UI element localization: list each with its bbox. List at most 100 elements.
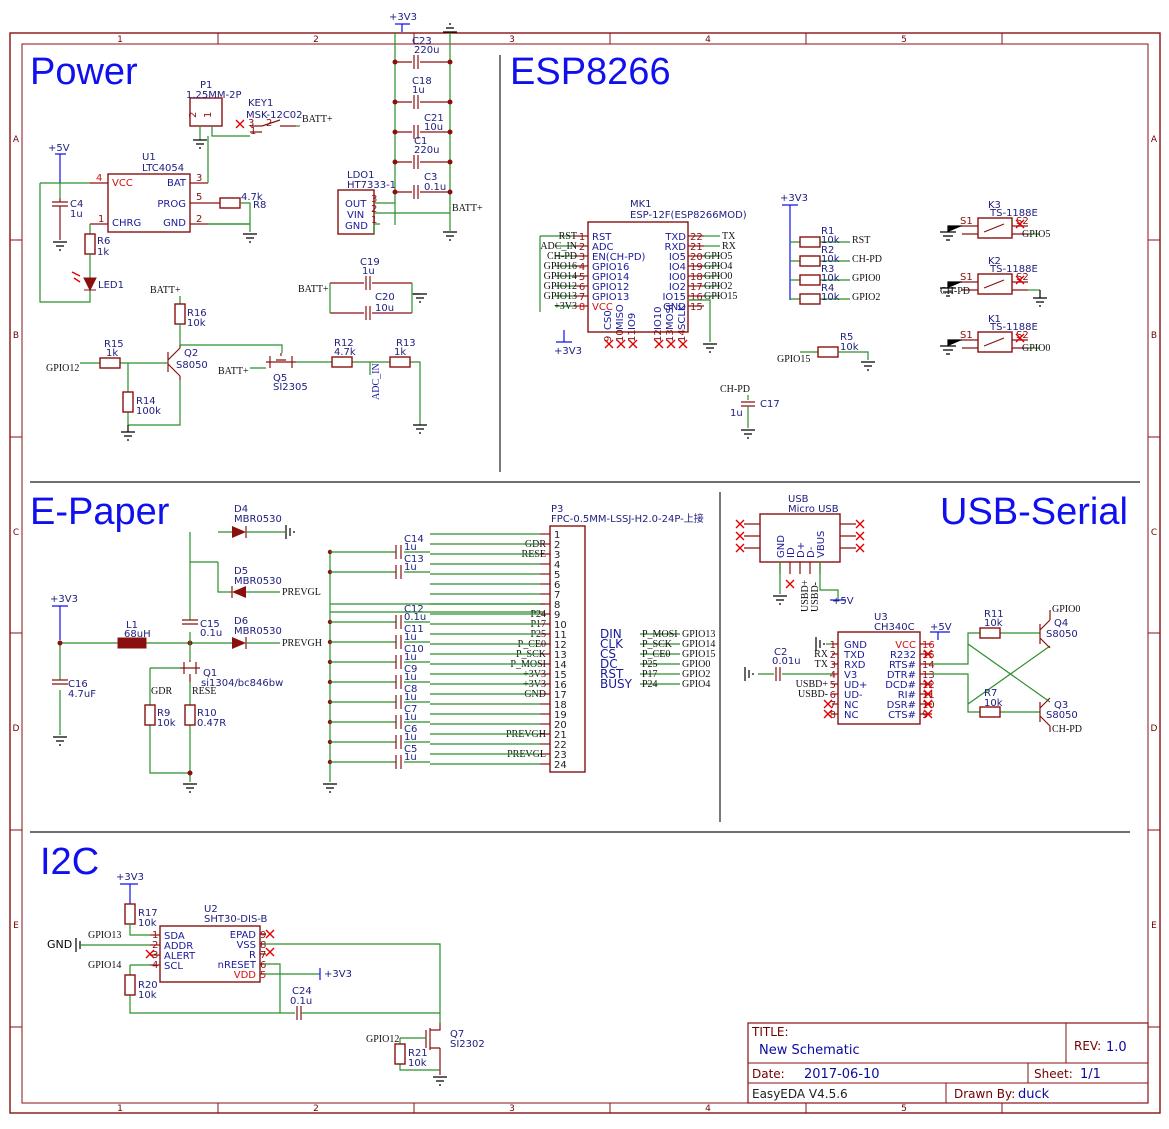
u2-right-pin-name: EPAD <box>230 930 257 941</box>
esp-right-net: TX <box>722 231 736 242</box>
sheet-value[interactable]: 1/1 <box>1080 1067 1101 1082</box>
key1-batt-net: BATT+ <box>302 114 333 125</box>
section-title-epaper: E-Paper <box>30 491 170 533</box>
r21-ref: R21 <box>408 1048 428 1059</box>
p3-pin-num: 1 <box>554 530 560 541</box>
ldo1-pinnum-3: 3 <box>371 194 377 205</box>
u1-pin-gnd: GND <box>163 218 186 229</box>
u3-left-net: USBD- <box>798 689 828 700</box>
u2-right-pin-num: 6 <box>260 960 266 971</box>
cap-body[interactable] <box>395 715 402 729</box>
c3-value: 0.1u <box>424 182 446 193</box>
usb-micro-connector[interactable] <box>759 513 841 563</box>
cap-ref: C12 <box>404 604 424 615</box>
epaper-signal-gpio: GPIO4 <box>682 679 710 690</box>
cap-body[interactable] <box>395 755 402 769</box>
u3-left-pin-name: GND <box>844 640 867 651</box>
pullup-resistor[interactable] <box>799 236 821 248</box>
u2-right-pin-name: VDD <box>234 970 257 981</box>
no-connect-mark <box>923 709 933 719</box>
i2c-gnd-label: GND <box>47 938 72 951</box>
r8-ref: R8 <box>253 200 266 211</box>
cap-body[interactable] <box>395 545 402 559</box>
u2-right-pin-name: R <box>249 950 256 961</box>
cap-value: 0.1u <box>404 612 426 623</box>
pullup-resistor[interactable] <box>799 293 821 305</box>
d6-prevgh-net: PREVGH <box>282 638 322 649</box>
u3-right-pin-name: RI# <box>898 690 916 701</box>
esp-left-net: GPIO16 <box>544 261 577 272</box>
epaper-signal-net: P17 <box>642 669 658 680</box>
p3-pin-num: 7 <box>554 590 560 601</box>
p3-pin-num: 12 <box>554 640 567 651</box>
epaper-section: +3V3 C16 4.7uF L1 68uH C15 0.1u D4 MBR05… <box>50 504 715 793</box>
u3-ch340c[interactable] <box>837 631 921 725</box>
drawn-by-value[interactable]: duck <box>1018 1087 1050 1102</box>
c2-ref: C2 <box>774 647 787 658</box>
cap-body[interactable] <box>395 675 402 689</box>
section-title-esp8266: ESP8266 <box>510 51 671 93</box>
esp-left-pin-name: GPIO13 <box>592 292 629 303</box>
p3-pin-num: 22 <box>554 740 567 751</box>
esp-right-pin-name: IO15 <box>662 292 686 303</box>
v5-label: +5V <box>48 143 70 154</box>
mk1-esp12f[interactable] <box>587 221 689 333</box>
esp-right-pin-num: 21 <box>690 242 703 253</box>
pullup-resistor[interactable] <box>799 255 821 267</box>
pullup-ref: R3 <box>821 264 834 275</box>
sheet-label: Sheet: <box>1034 1067 1073 1081</box>
q7-ref: Q7 <box>450 1029 464 1040</box>
cap-ref: C13 <box>404 554 424 565</box>
date-value[interactable]: 2017-06-10 <box>804 1067 880 1082</box>
r14-ref: R14 <box>136 396 156 407</box>
cap-body[interactable] <box>395 655 402 669</box>
u3-right-pin-num: 13 <box>922 670 935 681</box>
i2c-gpio13-net: GPIO13 <box>88 930 121 941</box>
c16-ref: C16 <box>68 679 88 690</box>
u3-right-pin-name: CTS# <box>888 710 916 721</box>
p3-fpc-connector[interactable] <box>549 525 586 773</box>
esp-right-pin-name: IO5 <box>669 252 686 263</box>
p1-connector[interactable] <box>189 97 223 127</box>
cap-body[interactable] <box>395 565 402 579</box>
rev-value[interactable]: 1.0 <box>1106 1040 1127 1055</box>
section-title-power: Power <box>30 51 138 93</box>
switch-ref: K1 <box>988 314 1001 325</box>
p3-pin-num: 17 <box>554 690 567 701</box>
u1-pinnum-2: 2 <box>196 214 202 225</box>
u2-right-pin-num: 8 <box>260 940 266 951</box>
c15-ref: C15 <box>200 619 220 630</box>
esp-bottom-pin-num: 13 <box>665 329 676 342</box>
pullup-resistor[interactable] <box>799 274 821 286</box>
epaper-signal-name: CLK <box>600 637 624 651</box>
frame-col-2-bottom: 2 <box>313 1104 319 1114</box>
key1-pin-3: 3 <box>248 118 254 129</box>
switch-value: TS-1188E <box>989 208 1038 219</box>
c16-value: 4.7uF <box>68 689 96 700</box>
ldo1-ht7333[interactable] <box>337 189 375 235</box>
frame-col-4-bottom: 4 <box>705 1104 711 1114</box>
frame-row-e-right: E <box>1151 921 1157 931</box>
ldo1-pin-gnd: GND <box>345 221 368 232</box>
epaper-v3-label: +3V3 <box>50 594 78 605</box>
ldo1-value: HT7333-1 <box>347 180 396 191</box>
title-value[interactable]: New Schematic <box>759 1043 860 1058</box>
esp-left-pin-name: GPIO16 <box>592 262 629 273</box>
c2-value: 0.01u <box>772 656 801 667</box>
u3-ref: U3 <box>874 612 888 623</box>
cap-body[interactable] <box>395 615 402 629</box>
cap-body[interactable] <box>395 735 402 749</box>
switch-pin-s1: S1 <box>960 330 973 341</box>
cap-body[interactable] <box>395 635 402 649</box>
switch-value: TS-1188E <box>989 322 1038 333</box>
r5-ref: R5 <box>840 332 853 343</box>
epaper-signal-name: DC <box>600 657 618 671</box>
r11-ref: R11 <box>984 609 1004 620</box>
l1-inductor[interactable] <box>117 637 147 649</box>
u2-sht30[interactable] <box>159 925 261 983</box>
cap-body[interactable] <box>395 695 402 709</box>
u3-left-pin-num: 3 <box>830 660 836 671</box>
